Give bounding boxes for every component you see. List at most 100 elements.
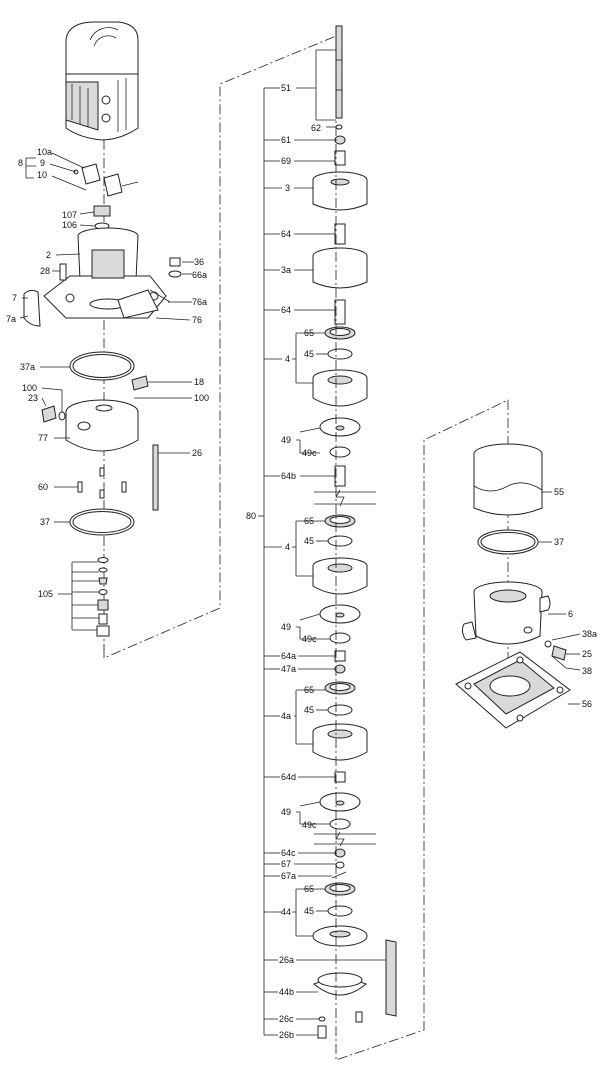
guard-7 [23, 289, 41, 327]
label-65-2: 65 [304, 516, 314, 526]
center-labels: 51 62 61 69 3 64 3a 64 65 45 4 49 49c 64… [246, 83, 321, 1040]
shaft-seal-105 [96, 557, 110, 637]
label-45-3: 45 [304, 705, 314, 715]
label-45-4: 45 [304, 906, 314, 916]
label-67: 67 [281, 859, 291, 869]
label-26: 26 [192, 448, 202, 458]
label-64c: 64c [281, 848, 296, 858]
label-26c: 26c [279, 1014, 294, 1024]
rod-26 [152, 444, 159, 511]
part-100a [58, 411, 66, 421]
label-60: 60 [38, 482, 48, 492]
label-7: 7 [12, 293, 17, 303]
label-61: 61 [281, 135, 291, 145]
label-64-1: 64 [281, 229, 291, 239]
part-36 [169, 257, 181, 267]
label-51: 51 [281, 83, 291, 93]
nut-60 [99, 467, 105, 477]
label-18: 18 [194, 377, 204, 387]
bolt-60 [77, 481, 83, 493]
left-labels: 8 10a 9 10 107 106 2 28 36 66a 7 7a 76a … [6, 147, 209, 599]
label-64-2: 64 [281, 305, 291, 315]
label-107: 107 [62, 210, 77, 220]
label-4-2: 4 [285, 542, 290, 552]
label-45-1: 45 [304, 349, 314, 359]
label-62: 62 [311, 123, 321, 133]
center-leaders [258, 49, 386, 1036]
label-56: 56 [582, 699, 592, 709]
label-106: 106 [62, 220, 77, 230]
oring-37a-inner [72, 354, 132, 378]
label-65-4: 65 [304, 884, 314, 894]
label-64d: 64d [281, 772, 296, 782]
terminal-parts [73, 163, 139, 197]
right-labels: 55 37 6 38a 25 38 56 [554, 487, 597, 709]
label-100-right: 100 [194, 393, 209, 403]
part-23 [41, 405, 57, 423]
label-49c-1: 49c [302, 448, 317, 458]
label-65-1: 65 [304, 328, 314, 338]
label-49-2: 49 [281, 622, 291, 632]
label-10: 10 [37, 170, 47, 180]
right-frame-dash [335, 36, 509, 1061]
label-3a: 3a [281, 265, 291, 275]
label-66a: 66a [192, 270, 207, 280]
guard-76 [117, 289, 159, 319]
label-64a: 64a [281, 651, 296, 661]
label-37: 37 [40, 517, 50, 527]
left-leaders [19, 152, 194, 631]
label-100-left: 100 [22, 383, 37, 393]
label-7a: 7a [6, 314, 16, 324]
label-69: 69 [281, 156, 291, 166]
label-67a: 67a [281, 871, 296, 881]
right-assembly [455, 443, 571, 729]
label-37a: 37a [20, 362, 35, 372]
nut-60b [99, 489, 105, 499]
label-10a: 10a [37, 147, 52, 157]
label-49-3: 49 [281, 807, 291, 817]
part-107 [93, 205, 111, 217]
label-4-1: 4 [285, 354, 290, 364]
bolt-60b [121, 481, 127, 493]
motor [65, 21, 139, 141]
label-49-1: 49 [281, 435, 291, 445]
label-9: 9 [40, 158, 45, 168]
label-76: 76 [192, 315, 202, 325]
label-44b: 44b [279, 987, 294, 997]
left-frame-dash [103, 35, 337, 659]
label-44: 44 [281, 907, 291, 917]
label-65-3: 65 [304, 685, 314, 695]
label-26a: 26a [279, 955, 294, 965]
label-77: 77 [38, 433, 48, 443]
label-49c-3: 49c [302, 820, 317, 830]
label-38: 38 [582, 666, 592, 676]
label-76a: 76a [192, 297, 207, 307]
label-64b: 64b [281, 471, 296, 481]
label-55: 55 [554, 487, 564, 497]
label-47a: 47a [281, 664, 296, 674]
label-3: 3 [285, 183, 290, 193]
label-38a: 38a [582, 629, 597, 639]
label-28: 28 [40, 266, 50, 276]
label-8: 8 [18, 158, 23, 168]
label-4a: 4a [281, 711, 291, 721]
bolt-28 [59, 263, 67, 281]
center-stack [312, 25, 397, 1039]
oring-37-inner [72, 511, 132, 533]
pump-head [65, 399, 139, 452]
part-66a [168, 270, 182, 278]
label-2: 2 [46, 250, 51, 260]
right-leaders [538, 491, 581, 705]
label-25: 25 [582, 649, 592, 659]
label-36: 36 [194, 257, 204, 267]
label-80: 80 [246, 511, 256, 521]
label-105: 105 [38, 589, 53, 599]
label-6: 6 [568, 609, 573, 619]
label-49c-2: 49c [302, 634, 317, 644]
label-23: 23 [28, 393, 38, 403]
part-18 [131, 375, 149, 391]
label-37-right: 37 [554, 537, 564, 547]
label-26b: 26b [279, 1030, 294, 1040]
